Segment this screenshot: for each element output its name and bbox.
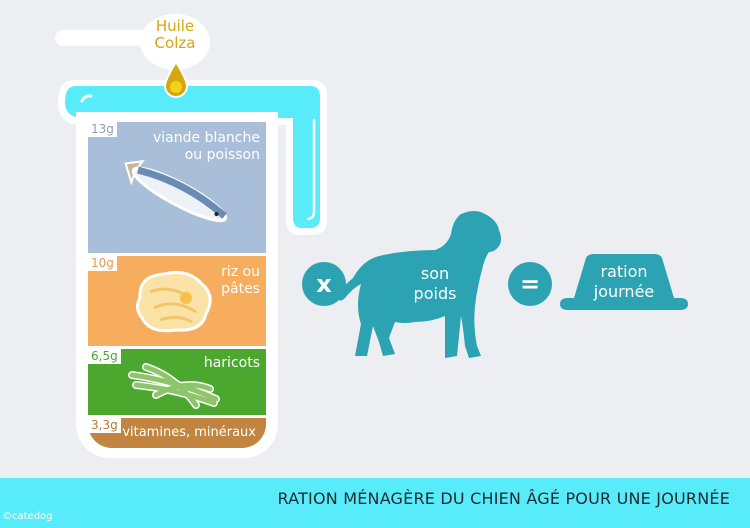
amount-vitamins: 3,3g [88, 418, 121, 433]
copyright-credit: ©catedog [2, 511, 53, 522]
amount-meat: 13g [88, 122, 117, 137]
label-meat: viande blanche ou poisson [153, 130, 260, 163]
layer-vitamins-minerals: 3,3g vitamines, minéraux [88, 418, 266, 448]
oil-label-line1: Huile [155, 17, 195, 35]
oil-label-bubble [140, 14, 210, 70]
dog-weight-label: son poids [413, 264, 457, 303]
green-beans-icon [128, 363, 220, 409]
label-beans: haricots [203, 355, 260, 371]
layer-green-beans: 6,5g haricots [88, 349, 266, 415]
amount-rice: 10g [88, 256, 117, 271]
oil-label: Huile Colza [140, 18, 210, 52]
oil-label-line2: Colza [154, 34, 196, 52]
page-title: RATION MÉNAGÈRE DU CHIEN ÂGÉ POUR UNE JO… [277, 489, 730, 508]
daily-ration-label: ration journée [593, 262, 655, 301]
layer-rice-pasta: 10g riz ou pâtes [88, 256, 266, 346]
dog-bowl-icon [560, 254, 688, 310]
equals-icon: = [508, 262, 552, 306]
dog-silhouette-icon [337, 211, 501, 358]
amount-beans: 6,5g [88, 349, 121, 364]
pasta-icon [135, 270, 212, 333]
oil-bottle-neck [55, 30, 165, 46]
label-vitamins: vitamines, minéraux [122, 425, 256, 440]
fish-icon [124, 159, 228, 223]
footer-banner [0, 478, 750, 528]
layer-meat-fish: 13g viande blanche ou poisson [88, 122, 266, 253]
label-rice: riz ou pâtes [221, 264, 260, 297]
oil-drop-icon [163, 60, 189, 98]
